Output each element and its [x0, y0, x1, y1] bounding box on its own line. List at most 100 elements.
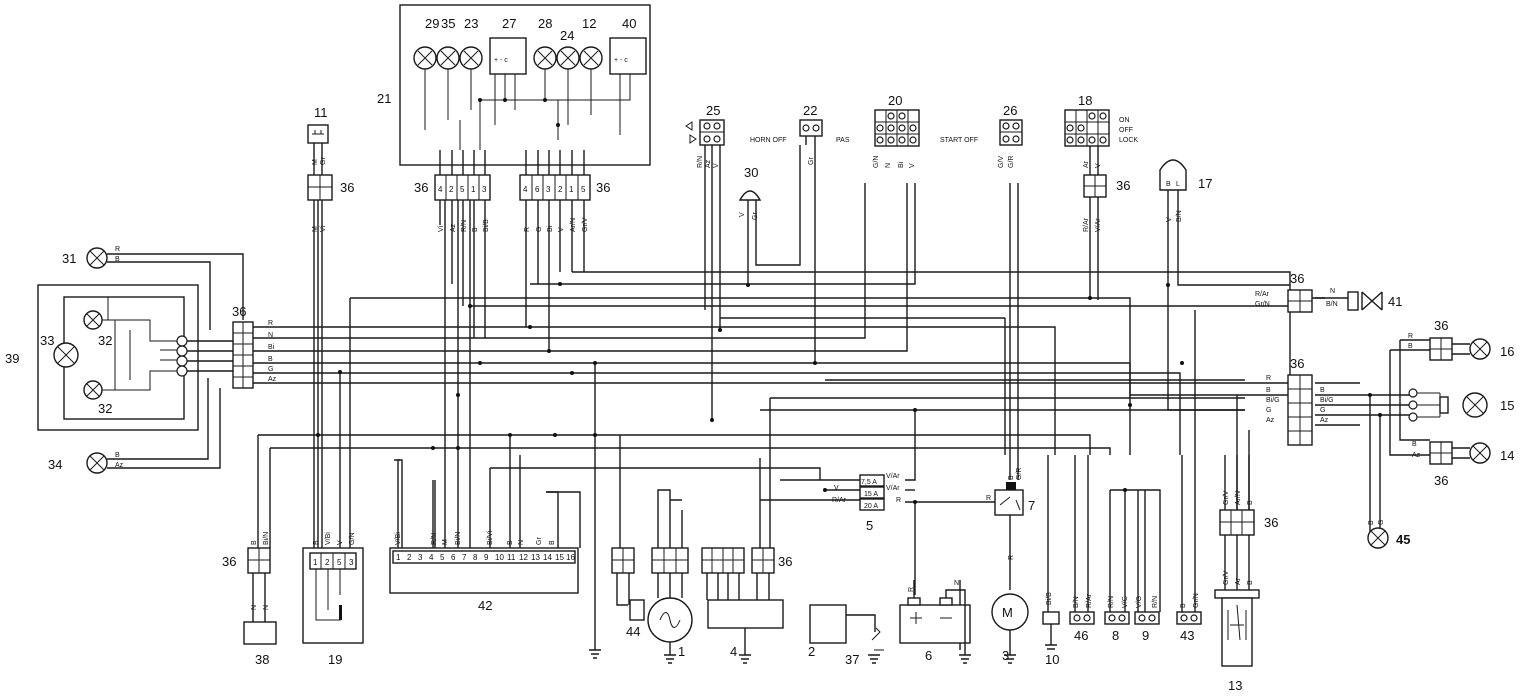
switch-10 [1042, 611, 1060, 650]
stop-switch-11 [307, 124, 333, 548]
svg-text:10: 10 [495, 553, 504, 562]
wire-c45-g: G [1378, 520, 1385, 525]
label-40: 40 [622, 16, 636, 31]
svg-text:Az: Az [1320, 417, 1329, 424]
svg-text:Az: Az [1266, 417, 1275, 424]
wire-c6-r: R [908, 587, 915, 592]
horn-off-label: HORN OFF [750, 137, 787, 144]
lamp-34 [86, 378, 221, 474]
dash-right-connector-pins: 4 6 3 2 1 5 [523, 185, 586, 194]
label-17: 17 [1198, 176, 1212, 191]
label-35: 35 [441, 16, 455, 31]
label-34: 34 [48, 457, 62, 472]
wire-c16-b: B [1408, 343, 1413, 350]
wire-c13-b2: B [1247, 580, 1254, 585]
svg-text:6: 6 [451, 553, 456, 562]
svg-text:Bi/G: Bi/G [1320, 397, 1334, 404]
svg-text:7: 7 [462, 553, 467, 562]
fuse-wire-var2: V/Ar [886, 485, 900, 492]
stator-1 [647, 489, 693, 655]
fuse-7-5a: 7,5 A [861, 479, 877, 486]
wire-c14-b: B [1412, 441, 1417, 448]
wire-c18-var: V/Ar [1095, 218, 1102, 232]
label-24: 24 [560, 28, 574, 43]
label-21: 21 [377, 91, 391, 106]
wire-c38-n: N [251, 605, 258, 610]
svg-text:5: 5 [581, 185, 586, 194]
lamp-23 [459, 46, 483, 70]
svg-text:2: 2 [449, 185, 454, 194]
label-26: 26 [1003, 103, 1017, 118]
starter-relay-7 [994, 482, 1024, 516]
switch-19 [302, 547, 364, 644]
wire-c8-rn: R/N [1108, 596, 1115, 608]
label-36-c13: 36 [1264, 515, 1278, 530]
lamp-14 [1429, 441, 1491, 465]
svg-text:Bi/G: Bi/G [1266, 397, 1280, 404]
harness-connector-left [232, 321, 254, 389]
label-36-c38: 36 [222, 554, 236, 569]
lamp-24 [556, 46, 580, 70]
svg-text:13: 13 [531, 553, 540, 562]
svg-text:B: B [472, 227, 479, 232]
wire-c18-rar: R/Ar [1083, 217, 1090, 232]
svg-text:V/Bi: V/Bi [325, 532, 332, 545]
label-4: 4 [730, 644, 737, 659]
svg-text:Bi/N: Bi/N [455, 532, 462, 545]
svg-text:3: 3 [546, 185, 551, 194]
junction-dots [316, 282, 1382, 504]
svg-text:Bi/Vi: Bi/Vi [487, 530, 494, 545]
label-27: 27 [502, 16, 516, 31]
label-39: 39 [5, 351, 19, 366]
regulator-4 [701, 547, 784, 655]
svg-text:5: 5 [337, 558, 342, 567]
ignition-off-label: OFF [1119, 127, 1133, 134]
lamp-12 [579, 46, 603, 70]
wire-c14-az: Az [1412, 452, 1421, 459]
svg-text:R: R [524, 227, 531, 232]
label-13: 13 [1228, 678, 1242, 693]
wire-c41-bn: B/N [1326, 301, 1338, 308]
svg-text:11: 11 [507, 553, 516, 562]
svg-text:1: 1 [313, 558, 318, 567]
label-45: 45 [1396, 532, 1410, 547]
label-15: 15 [1500, 398, 1514, 413]
light-switch-20 [874, 109, 920, 147]
wire-c31-b: B [115, 256, 120, 263]
horn-switch-22 [799, 119, 823, 363]
svg-text:Bi: Bi [268, 344, 275, 351]
wire-c20-v: V [909, 163, 916, 168]
svg-text:Bi: Bi [547, 225, 554, 232]
svg-text:1: 1 [471, 185, 476, 194]
sender-13 [1214, 509, 1260, 667]
wire-c18-v: V [1095, 163, 1102, 168]
label-10: 10 [1045, 652, 1059, 667]
wire-c46-bn: B/N [1073, 596, 1080, 608]
wire-c20-bi: Bi [898, 161, 905, 168]
label-25: 25 [706, 103, 720, 118]
label-12: 12 [582, 16, 596, 31]
start-switch-26 [999, 119, 1023, 146]
label-9: 9 [1142, 628, 1149, 643]
svg-text:V: V [337, 540, 344, 545]
svg-text:+ - c: + - c [494, 57, 508, 64]
wire-c17-bn: B/N [1176, 210, 1183, 222]
svg-text:N: N [518, 540, 525, 545]
wire-c11-vi: Vi [320, 225, 327, 232]
fuse-wire-v: V [834, 485, 839, 492]
svg-text:8: 8 [473, 553, 478, 562]
lamp-31 [86, 247, 244, 330]
svg-text:Az: Az [450, 223, 457, 232]
ignition-switch-18 [1064, 109, 1110, 198]
fuse-wire-rar: R/Ar [832, 497, 847, 504]
svg-text:3: 3 [482, 185, 487, 194]
switch-46 [1069, 611, 1095, 625]
wire-c9-rn: R/N [1152, 596, 1159, 608]
svg-text:3: 3 [349, 558, 354, 567]
label-46: 46 [1074, 628, 1088, 643]
wire-c11-gr: Gr [320, 157, 327, 165]
harness-lines [253, 140, 1430, 650]
label-43: 43 [1180, 628, 1194, 643]
lamp-35 [436, 46, 460, 70]
label-38: 38 [255, 652, 269, 667]
